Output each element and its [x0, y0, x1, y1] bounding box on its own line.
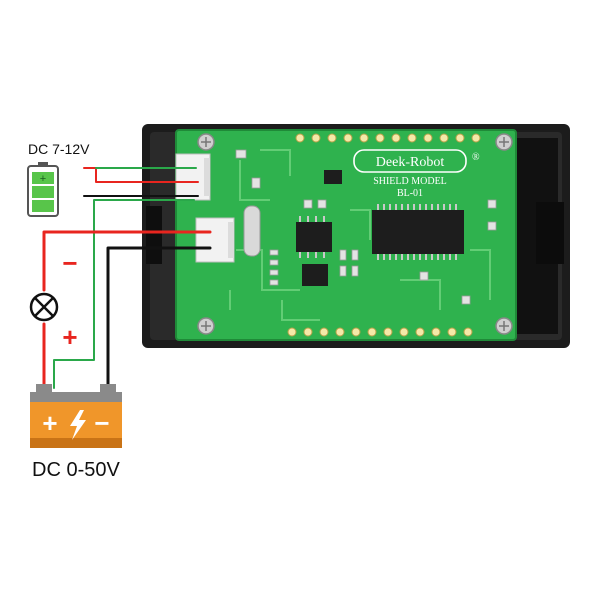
battery-cell-icon: + [27, 162, 59, 217]
battery-icon: + − [30, 384, 122, 448]
pad-row-top [295, 133, 481, 143]
mounting-screw [197, 317, 215, 335]
ground-wire-green [53, 199, 195, 389]
pcb-board: Deek-Robot ® SHIELD MODEL BL-01 [175, 129, 517, 341]
brand-text: Deek-Robot [376, 155, 445, 170]
svg-text:+: + [40, 173, 46, 185]
wires [42, 167, 212, 392]
transistor [324, 170, 342, 184]
mounting-screw [495, 317, 513, 335]
measure-wire-red [42, 230, 212, 292]
mounting-screw [197, 133, 215, 151]
mounting-screw [495, 133, 513, 151]
display-driver-ic [372, 204, 464, 260]
lightning-icon [70, 410, 86, 440]
crystal-oscillator [243, 205, 261, 257]
smd-pads [235, 149, 497, 305]
registered-mark: ® [472, 152, 480, 163]
battery-plus-terminal: + [42, 408, 57, 438]
measure-wire-black [106, 246, 212, 392]
model-line-1: SHIELD MODEL [373, 176, 447, 187]
battery-minus-terminal: − [94, 408, 109, 438]
pad-row-bottom [287, 327, 473, 337]
supply-voltage-label: DC 7-12V [28, 141, 90, 157]
plus-polarity-mark: + [62, 322, 77, 352]
measure-voltage-label: DC 0-50V [32, 459, 120, 481]
regulator-ic [296, 216, 332, 258]
model-line-2: BL-01 [397, 188, 423, 199]
brand-logo: Deek-Robot ® [353, 149, 480, 173]
adc-ic [302, 264, 328, 286]
supply-connector [175, 153, 211, 201]
measure-connector [195, 217, 235, 263]
supply-wire-red [83, 167, 199, 183]
minus-polarity-mark: − [62, 248, 77, 278]
lamp-icon [29, 292, 59, 322]
